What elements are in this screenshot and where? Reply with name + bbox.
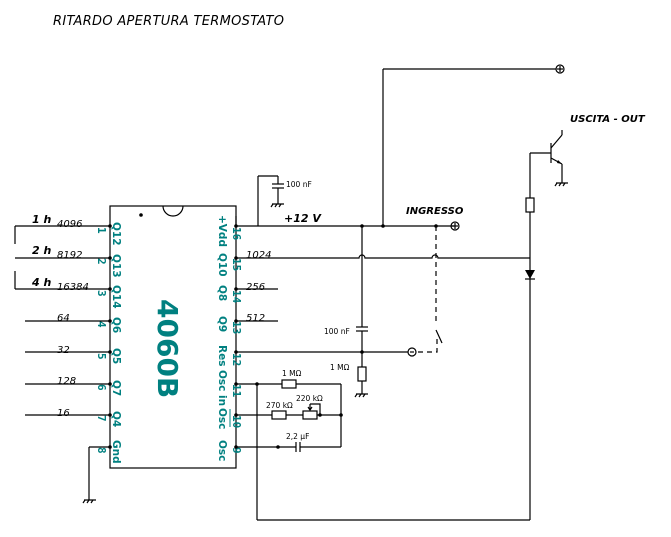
pin-number: 3 [95, 290, 108, 297]
pin-number: 15 [230, 258, 243, 271]
plus-terminal-icon [450, 221, 460, 231]
pin-number: 12 [230, 353, 243, 366]
plus-terminal-icon [555, 64, 565, 74]
right-dots [234, 224, 438, 449]
left-wires [14, 225, 110, 504]
input-label: INGRESSO [406, 206, 464, 217]
pin-name: Q13 [110, 254, 122, 278]
ic-body [109, 205, 237, 469]
pin-number: 4 [95, 321, 108, 328]
switch-blade [435, 329, 443, 344]
pin-name: Q6 [110, 317, 122, 333]
ic-name: 4060B [151, 299, 184, 398]
ground-icon [82, 499, 96, 504]
osc-resistor-1m [281, 379, 297, 389]
count-label: 256 [246, 282, 265, 293]
time-label-2h: 2 h [32, 244, 51, 257]
pin-number: 7 [95, 415, 108, 422]
count-label: 8192 [57, 250, 82, 261]
ic-notch [162, 205, 184, 217]
time-label-1h: 1 h [32, 213, 51, 226]
left-output-labels: 1 h 4096 2 h 8192 4 h 16384 64 32 128 16 [31, 213, 89, 419]
time-label-4h: 4 h [31, 276, 51, 289]
count-label: 1024 [246, 250, 271, 261]
count-label: 32 [57, 345, 70, 356]
pin-number: 13 [230, 321, 243, 334]
osc-res2-label: 270 kΩ [266, 401, 293, 410]
pin-name: Osc [216, 440, 228, 461]
reset-resistor [357, 366, 367, 382]
pin1-marker [139, 213, 143, 217]
right-pin-names: +Vdd Q10 Q8 Q9 Res Osc in Osc Osc [216, 215, 231, 461]
left-pin-names: Q12 Q13 Q14 Q6 Q5 Q7 Q4 Gnd [110, 222, 122, 464]
reset-cap-label: 100 nF [324, 327, 350, 336]
decoupling-cap-label: 100 nF [286, 180, 312, 189]
count-label: 4096 [57, 219, 82, 230]
pin-name: Q7 [110, 380, 122, 396]
pin-name: Q14 [110, 285, 122, 309]
ground-icon [270, 203, 284, 208]
count-label: 128 [57, 376, 76, 387]
pin-name: Res [216, 345, 228, 366]
output-label: USCITA - OUT [570, 114, 646, 125]
pin-number: 8 [95, 447, 108, 454]
count-label: 16384 [57, 282, 89, 293]
pin-name: Q9 [216, 316, 228, 332]
pin-number: 2 [95, 258, 108, 265]
pin-name: Q8 [216, 285, 228, 301]
pin-name: Osc [216, 408, 228, 429]
osc-cap-label: 2,2 µF [286, 432, 309, 441]
minus-terminal-icon [407, 347, 417, 357]
left-pin-dots [108, 224, 112, 449]
base-resistor [525, 197, 535, 213]
osc-resistor-270k [271, 410, 287, 420]
count-label: 512 [246, 313, 265, 324]
pin-number: 16 [230, 227, 243, 241]
ground-icon [554, 182, 568, 187]
pin-number: 11 [230, 384, 243, 398]
diode-icon [525, 270, 535, 279]
supply-label: +12 V [284, 212, 322, 225]
ground-icon [354, 393, 368, 398]
pin-name: Q4 [110, 411, 122, 427]
osc-potentiometer [302, 410, 318, 420]
pin-name: Q10 [216, 253, 228, 277]
pin-number: 5 [95, 353, 108, 360]
pin-number: 10 [230, 415, 243, 428]
reset-res-label: 1 MΩ [330, 363, 350, 372]
pin-number: 14 [230, 290, 243, 304]
diagram-title: RITARDO APERTURA TERMOSTATO [53, 14, 284, 29]
left-pin-numbers: 1 2 3 4 5 6 7 8 [95, 227, 108, 454]
pin-name: Q12 [110, 222, 122, 246]
pin-number: 1 [95, 227, 108, 234]
right-pin-numbers: 16 15 14 13 12 11 10 9 [230, 227, 243, 454]
pin-name: Gnd [110, 440, 122, 464]
count-label: 64 [57, 313, 70, 324]
osc-res1-label: 1 MΩ [282, 369, 302, 378]
osc-pot-label: 220 kΩ [296, 394, 323, 403]
pin-name: Q5 [110, 348, 122, 364]
pin-name: Osc in [216, 370, 228, 406]
pin-number: 6 [95, 384, 108, 391]
count-label: 16 [57, 408, 70, 419]
pin-name: +Vdd [216, 215, 228, 247]
pin-number: 9 [230, 447, 243, 454]
right-wires [235, 68, 568, 521]
